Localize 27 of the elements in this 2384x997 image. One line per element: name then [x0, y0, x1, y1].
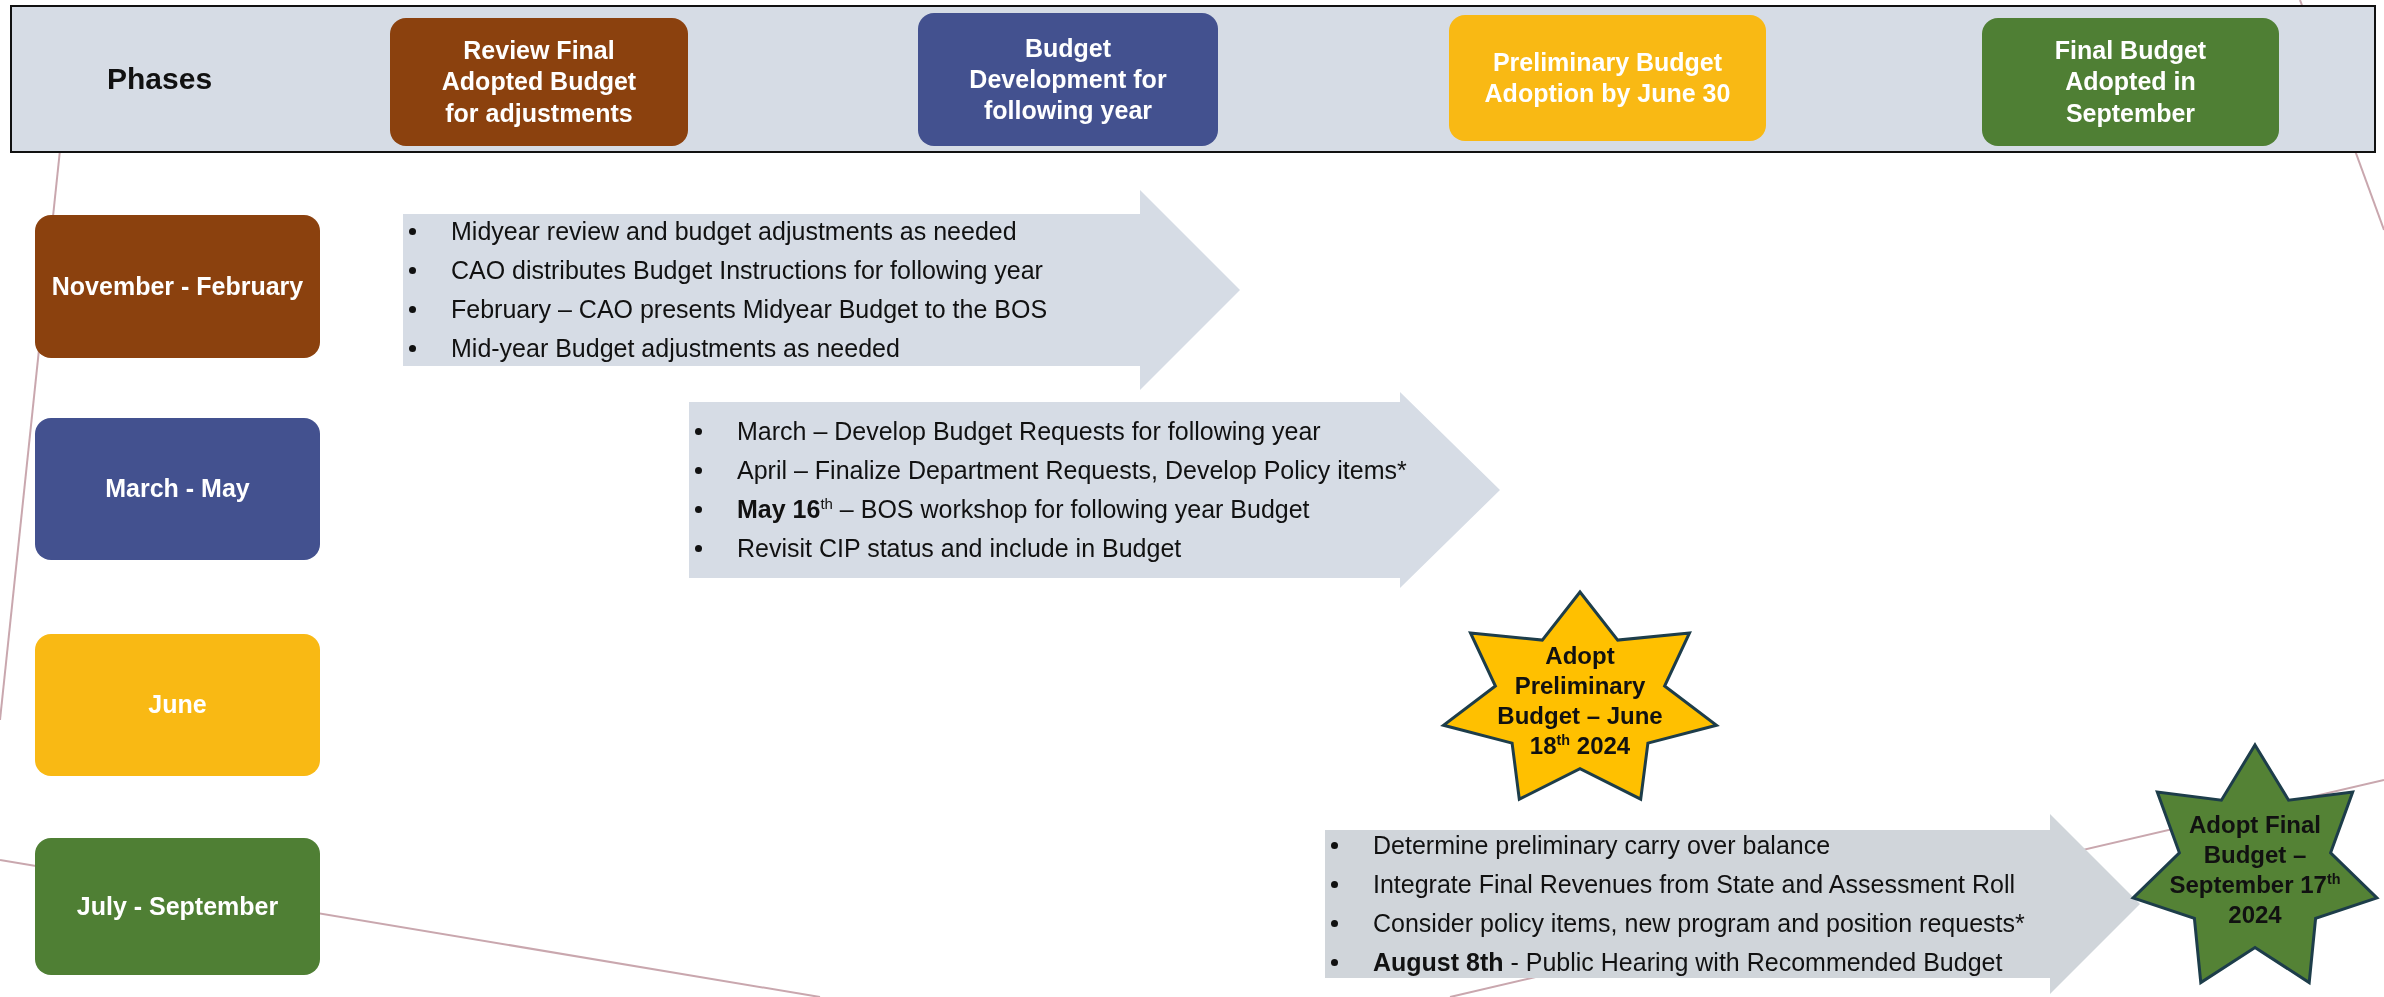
phase-box: Review Final Adopted Budget for adjustments [390, 18, 688, 146]
bullet-item: Determine preliminary carry over balance [1325, 826, 2140, 865]
bullet-item: April – Finalize Department Requests, Develop Policy items* [689, 451, 1500, 490]
milestone-text: Adopt Final Budget – September 17$^{th}$ 2024 [2168, 810, 2342, 930]
bullet-item: August 8th - Public Hearing with Recommended Budget [1325, 943, 2140, 982]
phase-box: Budget Development for following year [918, 13, 1218, 146]
phase-box: July - September [35, 838, 320, 975]
bullet-item: March – Develop Budget Requests for following year [689, 412, 1500, 451]
bullet-item: Integrate Final Revenues from State and Assessment Roll [1325, 865, 2140, 904]
activity-banner [689, 392, 1500, 588]
phase-box: Preliminary Budget Adoption by June 30 [1449, 15, 1766, 141]
bullet-item: Revisit CIP status and include in Budget [689, 529, 1500, 568]
bullet-item: May 16$^{th}$ – BOS workshop for following year Budget [689, 490, 1500, 529]
milestone-text: Adopt Preliminary Budget – June 18$^{th}$ 2024 [1496, 641, 1664, 761]
phase-box: November - February [35, 215, 320, 358]
activity-banner [1325, 814, 2140, 994]
phase-box: March - May [35, 418, 320, 560]
bullet-item: Mid-year Budget adjustments as needed [403, 329, 1240, 368]
activity-banner [403, 190, 1240, 390]
bullet-item: February – CAO presents Midyear Budget to the BOS [403, 290, 1240, 329]
bullet-item: Consider policy items, new program and position requests* [1325, 904, 2140, 943]
bullet-item: CAO distributes Budget Instructions for following year [403, 251, 1240, 290]
phase-box: June [35, 634, 320, 776]
phases-band [10, 5, 2376, 153]
phase-box: Final Budget Adopted in September [1982, 18, 2279, 146]
band-heading: Phases [107, 62, 213, 96]
bullet-item: Midyear review and budget adjustments as needed [403, 212, 1240, 251]
